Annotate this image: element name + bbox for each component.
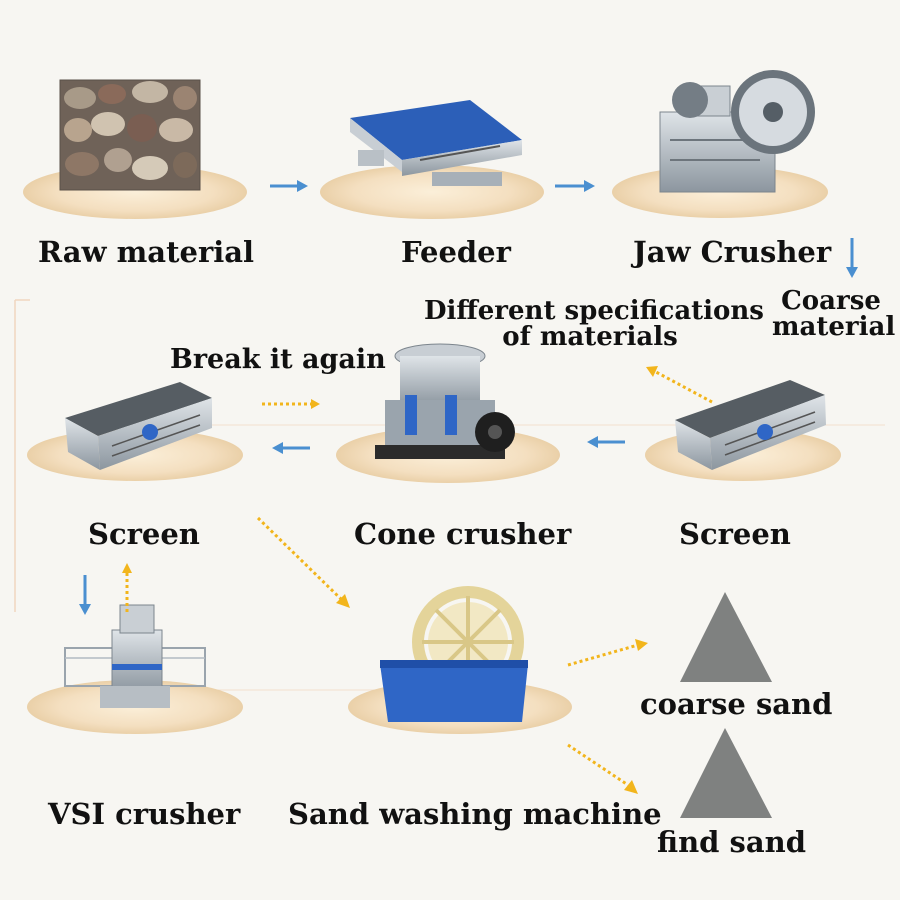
arrow-jaw-down [846,238,858,278]
label-different-specifications: Different specifications of materials [424,296,764,352]
label-coarse-sand: coarse sand [640,687,833,721]
dotted-arrow-screen-to-washing [256,516,350,608]
arrow-feeder-to-jaw [555,180,595,192]
raw-material-image [59,79,201,191]
arrow-screen-to-cone [587,436,625,448]
label-screen-left: Screen [88,517,200,551]
feeder-image [350,100,522,186]
fine-sand-pile [680,728,772,818]
arrow-cone-to-screen [272,442,310,454]
label-vsi-crusher: VSI crusher [48,797,241,831]
arrow-raw-to-feeder [270,180,308,192]
sand-washing-image [380,586,528,722]
dotted-arrow-break-again [262,399,320,409]
label-raw-material: Raw material [38,235,255,269]
label-sand-washing-machine: Sand washing machine [288,797,662,831]
arrow-screen-to-vsi [79,575,91,615]
dotted-arrow-to-coarse-sand [567,639,648,667]
dotted-arrow-to-fine-sand [567,743,638,794]
screen-left-image [65,382,212,470]
dotted-arrow-specifications [646,366,713,404]
label-break-it-again: Break it again [170,344,386,375]
coarse-sand-pile [680,592,772,682]
label-jaw-crusher: Jaw Crusher [633,235,832,269]
screen-right-image [675,380,826,470]
dotted-arrow-vsi-up [122,563,132,612]
jaw-crusher-image [659,70,815,193]
label-cone-crusher: Cone crusher [354,517,572,551]
label-screen-right: Screen [679,517,791,551]
label-feeder: Feeder [401,235,511,269]
label-fine-sand: find sand [657,825,807,859]
label-coarse-material: Coarse material [772,286,896,342]
cone-crusher-image [375,343,515,459]
